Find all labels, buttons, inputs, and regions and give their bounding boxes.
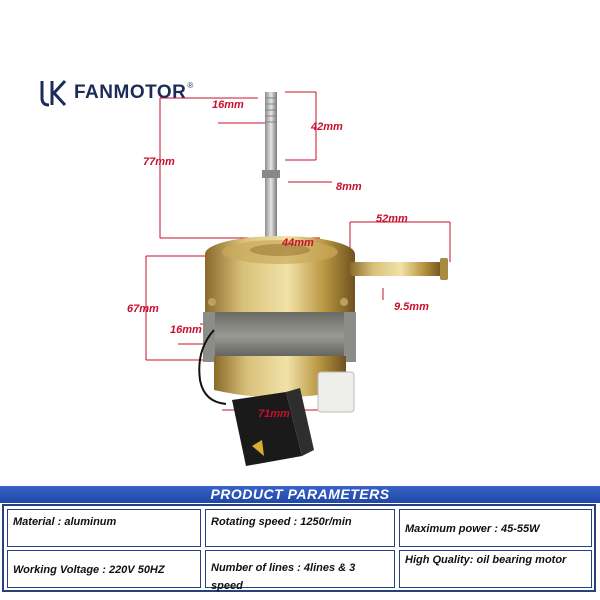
registered-mark: ®	[187, 80, 194, 90]
dimension-label-side-shaft-length: 52mm	[376, 213, 408, 225]
dimension-label-shaft-length: 42mm	[311, 121, 343, 133]
dimension-label-shaft-diameter: 8mm	[336, 181, 362, 193]
param-high-quality: High Quality: oil bearing motor	[399, 550, 592, 588]
jk-logo-icon	[40, 79, 67, 107]
param-rotating-speed: Rotating speed : 1250r/min	[205, 509, 395, 547]
param-high-quality-text: High Quality: oil bearing motor	[405, 554, 567, 566]
param-working-voltage-text: Working Voltage : 220V 50HZ	[13, 564, 165, 576]
dimension-label-total-height: 77mm	[143, 156, 175, 168]
dimension-label-side-shaft-diameter: 9.5mm	[394, 301, 429, 313]
dimension-label-motor-diameter: 44mm	[282, 237, 314, 249]
param-maximum-power-text: Maximum power : 45-55W	[405, 523, 540, 535]
param-rotating-speed-text: Rotating speed : 1250r/min	[211, 516, 352, 528]
side-shaft	[350, 262, 442, 276]
motor-bottom-cap	[214, 356, 346, 398]
param-working-voltage: Working Voltage : 220V 50HZ	[7, 550, 201, 588]
param-maximum-power: Maximum power : 45-55W	[399, 509, 592, 547]
capacitor	[232, 388, 314, 466]
dimension-label-shaft-top: 16mm	[212, 99, 244, 111]
param-number-of-lines: Number of lines : 4lines & 3 speed	[205, 550, 395, 592]
param-number-of-lines-text: Number of lines : 4lines & 3 speed	[211, 562, 356, 592]
brand-name: FANMOTOR	[74, 82, 187, 103]
shaft-collar	[262, 170, 280, 178]
dimension-label-base-width: 71mm	[258, 408, 290, 420]
brand-logo: FANMOTOR ®	[38, 78, 193, 108]
stator-core	[210, 312, 350, 360]
product-parameters-banner: PRODUCT PARAMETERS	[0, 486, 600, 503]
motor-product-photo	[145, 91, 451, 466]
param-material: Material : aluminum	[7, 509, 201, 547]
parameters-table: Material : aluminum Rotating speed : 125…	[2, 504, 596, 592]
param-material-text: Material : aluminum	[13, 516, 117, 528]
terminal-block	[317, 371, 355, 413]
banner-title: PRODUCT PARAMETERS	[210, 486, 390, 502]
dimension-label-base-height: 16mm	[170, 324, 202, 336]
dimension-label-body-height: 67mm	[127, 303, 159, 315]
